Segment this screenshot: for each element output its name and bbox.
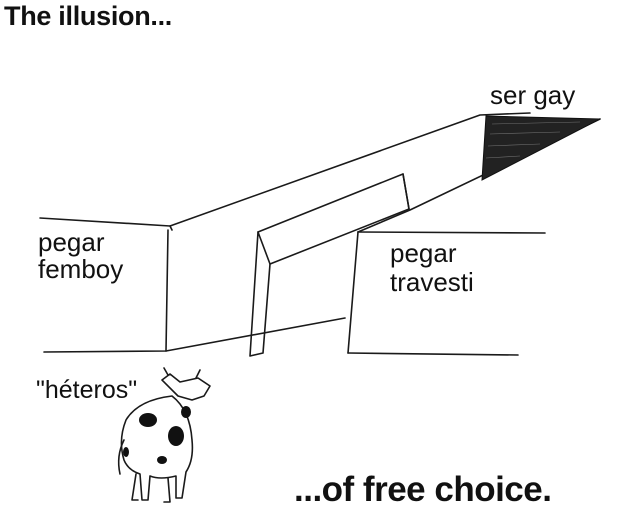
meme-title: The illusion...: [4, 1, 173, 31]
left-wall-top-edge: [39, 112, 531, 227]
label-heteros: "héteros": [36, 376, 138, 404]
right-wall-front-edge: [347, 231, 359, 354]
label-pegar-travesti: pegar travesti: [390, 239, 474, 297]
exit-opening: [481, 115, 601, 181]
left-wall-front-edge: [165, 229, 169, 352]
cow-spots: [123, 406, 191, 464]
cow-head: [161, 373, 211, 401]
cow-body: [120, 395, 194, 501]
right-wall-top-edge: [357, 231, 546, 234]
meme-caption: ...of free choice.: [294, 470, 552, 509]
label-pegar-femboy: pegar femboy: [38, 229, 123, 283]
label-pegar-travesti-line-1: pegar: [390, 238, 457, 268]
label-pegar-femboy-line-1: pegar: [38, 227, 105, 257]
label-pegar-femboy-line-2: femboy: [38, 254, 124, 284]
label-pegar-travesti-line-2: travesti: [390, 267, 474, 297]
label-ser-gay: ser gay: [490, 80, 576, 110]
cow-figure: [117, 367, 211, 503]
right-wall-floor-line: [347, 352, 519, 356]
